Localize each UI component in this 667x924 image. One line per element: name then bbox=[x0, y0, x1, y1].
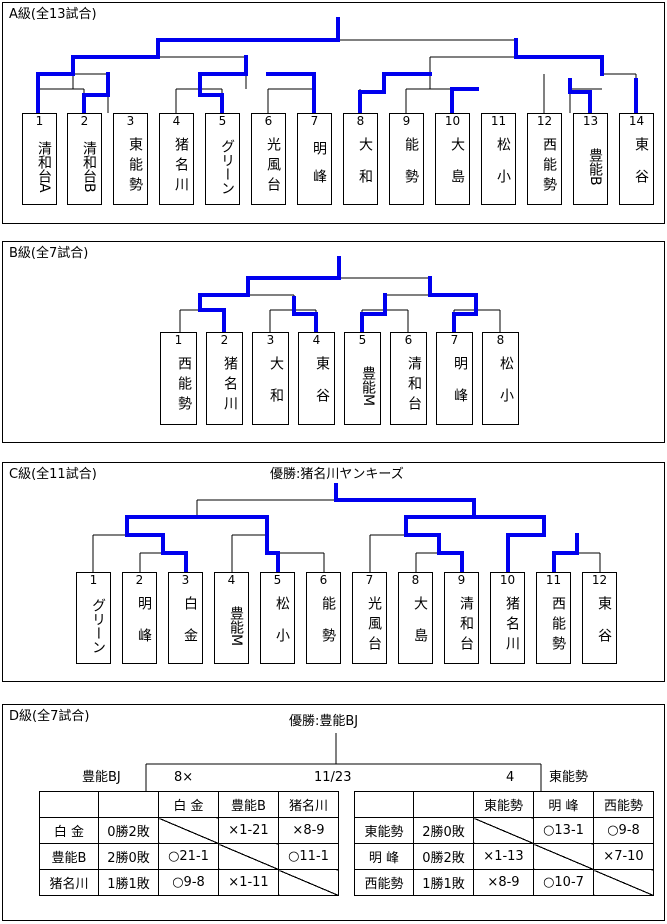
table-row: 猪名川 1勝1敗 ○9-8 ×1-11 bbox=[39, 869, 339, 896]
class-c-winner: 優勝:猪名川ヤンキーズ bbox=[270, 467, 404, 482]
class-c-panel: C級(全11試合) bbox=[2, 462, 665, 682]
final-right-score: 4 bbox=[506, 770, 515, 785]
class-d-title: D級(全7試合) bbox=[9, 709, 90, 724]
class-d-panel: D級(全7試合) bbox=[2, 704, 665, 921]
table-row: 豊能B 2勝0敗 ○21-1 ○11-1 bbox=[39, 843, 339, 870]
final-left-team: 豊能BJ bbox=[82, 770, 121, 785]
final-right-team: 東能勢 bbox=[549, 770, 589, 785]
class-a-title: A級(全13試合) bbox=[9, 7, 97, 22]
group-left-table: 白 金 豊能B 猪名川 白 金 0勝2敗 ×1-21 ×8-9 豊能B 2勝0敗… bbox=[39, 791, 339, 896]
table-header-row: 白 金 豊能B 猪名川 bbox=[39, 791, 339, 818]
group-right-table: 東能勢 明 峰 西能勢 東能勢 2勝0敗 ○13-1 ○9-8 明 峰 0勝2敗… bbox=[354, 791, 654, 896]
class-b-panel: B級(全7試合) bbox=[2, 241, 665, 443]
class-d-winner: 優勝:豊能BJ bbox=[289, 714, 359, 729]
table-row: 明 峰 0勝2敗 ×1-13 ×7-10 bbox=[354, 843, 654, 870]
table-row: 西能勢 1勝1敗 ×8-9 ○10-7 bbox=[354, 869, 654, 896]
final-left-score: 8× bbox=[174, 770, 194, 785]
class-b-title: B級(全7試合) bbox=[9, 246, 89, 261]
table-row: 白 金 0勝2敗 ×1-21 ×8-9 bbox=[39, 817, 339, 844]
table-header-row: 東能勢 明 峰 西能勢 bbox=[354, 791, 654, 818]
class-c-title: C級(全11試合) bbox=[9, 467, 97, 482]
table-row: 東能勢 2勝0敗 ○13-1 ○9-8 bbox=[354, 817, 654, 844]
final-date: 11/23 bbox=[314, 770, 352, 785]
